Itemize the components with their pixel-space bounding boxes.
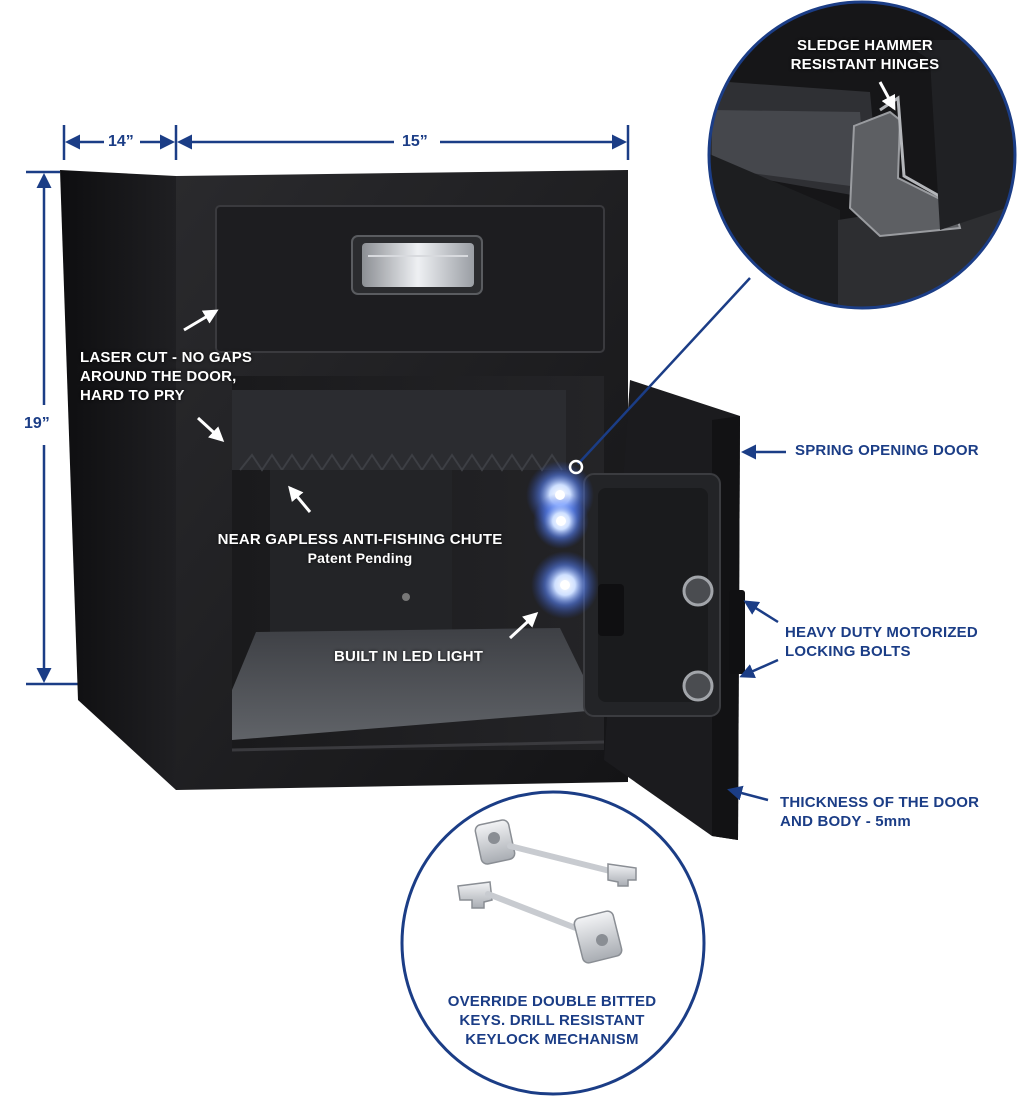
- key-icon-1: [474, 819, 637, 887]
- safe-door: [583, 380, 745, 840]
- thickness-line-2: AND BODY - 5mm: [780, 813, 911, 830]
- depth-dimension-label: 14”: [108, 133, 134, 150]
- hinges-callout-line-2: RESISTANT HINGES: [790, 56, 940, 73]
- led-callout: BUILT IN LED LIGHT: [334, 648, 484, 665]
- blue-arrows: [577, 277, 786, 802]
- bolts-line-1: HEAVY DUTY MOTORIZED: [785, 624, 978, 641]
- spring-door-callout: SPRING OPENING DOOR: [795, 442, 979, 459]
- hinges-callout: SLEDGE HAMMER RESISTANT HINGES: [770, 36, 960, 74]
- led-lights: [526, 461, 599, 619]
- dimension-lines: [26, 125, 630, 686]
- laser-cut-line-2: AROUND THE DOOR,: [80, 368, 237, 385]
- chute-callout: NEAR GAPLESS ANTI-FISHING CHUTE Patent P…: [192, 530, 528, 568]
- laser-cut-line-1: LASER CUT - NO GAPS: [80, 349, 253, 366]
- hinge-detail-circle: [707, 0, 1017, 310]
- thickness-callout: THICKNESS OF THE DOOR AND BODY - 5mm: [780, 793, 1010, 831]
- keys-line-1: OVERRIDE DOUBLE BITTED: [447, 993, 657, 1010]
- height-dimension-label: 19”: [24, 415, 50, 432]
- bolts-line-2: LOCKING BOLTS: [785, 643, 911, 660]
- keys-callout: OVERRIDE DOUBLE BITTED KEYS. DRILL RESIS…: [412, 992, 692, 1049]
- keys-line-3: KEYLOCK MECHANISM: [465, 1031, 639, 1048]
- white-arrows: [183, 309, 539, 640]
- hinge-pointer-dot: [568, 459, 584, 475]
- keys-line-2: KEYS. DRILL RESISTANT: [459, 1012, 645, 1029]
- laser-cut-callout: LASER CUT - NO GAPS AROUND THE DOOR, HAR…: [80, 348, 290, 405]
- laser-cut-line-3: HARD TO PRY: [80, 387, 185, 404]
- chute-callout-title: NEAR GAPLESS ANTI-FISHING CHUTE: [217, 531, 503, 548]
- hinge-callout-arrow: [878, 81, 896, 111]
- patent-pending-label: Patent Pending: [307, 550, 413, 566]
- width-dimension-label: 15”: [402, 133, 428, 150]
- bolts-callout: HEAVY DUTY MOTORIZED LOCKING BOLTS: [785, 623, 1020, 661]
- hinges-callout-line-1: SLEDGE HAMMER: [797, 37, 933, 54]
- keys-detail-circle: [400, 790, 706, 1096]
- thickness-line-1: THICKNESS OF THE DOOR: [780, 794, 980, 811]
- key-icon-2: [457, 881, 623, 964]
